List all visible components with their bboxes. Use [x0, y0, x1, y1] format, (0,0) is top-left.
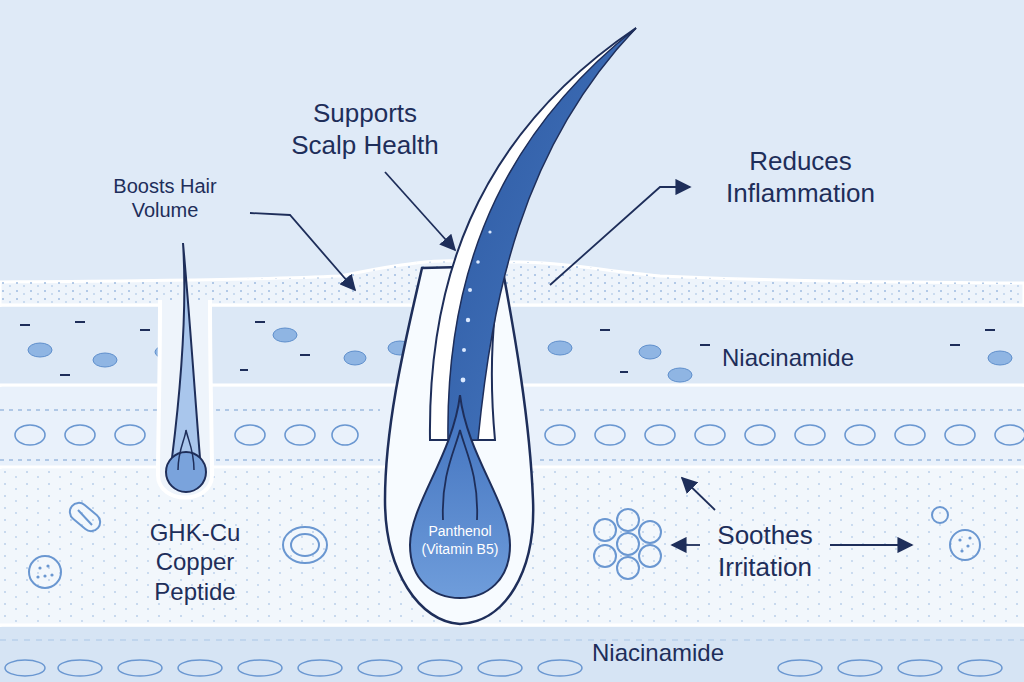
annotation-label: GHK-Cu Copper Peptide [135, 518, 255, 606]
annotation-label: Niacinamide [722, 343, 922, 372]
node-text: Panthenol (Vitamin B5) [420, 523, 500, 558]
annotation-label: Reduces Inflammation [718, 146, 883, 209]
annotation-label: Niacinamide [592, 638, 792, 667]
bulb-outline [405, 395, 515, 600]
annotation-label: Supports Scalp Health [285, 98, 445, 161]
annotation-label: Boosts Hair Volume [95, 174, 235, 223]
annotation-label: Soothes Irritation [700, 520, 830, 583]
hair-bulb: Panthenol (Vitamin B5) [405, 395, 515, 600]
